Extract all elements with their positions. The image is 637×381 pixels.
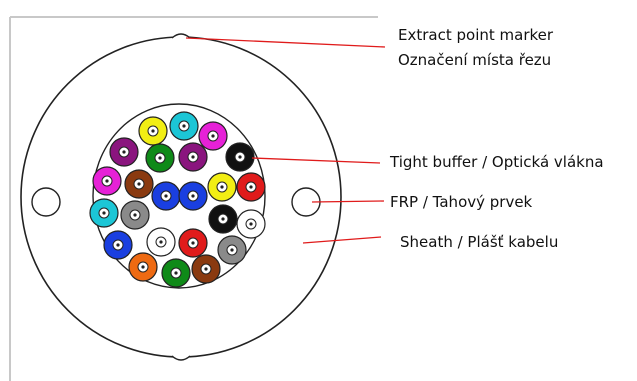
- frp-left: [31, 187, 61, 217]
- fiber-violet: [178, 142, 208, 172]
- extract-marker-top: [171, 33, 191, 39]
- fiber-yellow: [138, 116, 168, 146]
- fiber-aqua: [169, 111, 199, 141]
- leader-tight-buffer: [251, 157, 381, 164]
- fiber-grey: [217, 235, 247, 265]
- fiber-blue: [151, 181, 181, 211]
- fiber-bundle: [89, 111, 266, 288]
- fiber-brown: [124, 169, 154, 199]
- fiber-blue: [178, 181, 208, 211]
- label-frp: FRP / Tahový prvek: [390, 193, 533, 211]
- fiber-aqua: [89, 198, 119, 228]
- fiber-violet: [109, 137, 139, 167]
- extract-marker-bottom: [171, 355, 191, 361]
- fiber-green: [161, 258, 191, 288]
- label-tight-buffer: Tight buffer / Optická vlákna: [390, 153, 604, 171]
- fiber-red: [178, 228, 208, 258]
- fiber-yellow: [207, 172, 237, 202]
- fiber-rose: [92, 166, 122, 196]
- fiber-rose: [198, 121, 228, 151]
- fiber-green: [145, 143, 175, 173]
- label-extract-point-cz: Označení místa řezu: [398, 51, 552, 69]
- fiber-red: [236, 172, 266, 202]
- fiber-blue: [103, 230, 133, 260]
- leader-frp: [311, 200, 385, 203]
- fiber-brown: [191, 254, 221, 284]
- leader-sheath: [302, 236, 382, 244]
- fiber-white: [146, 227, 176, 257]
- fiber-orange: [128, 252, 158, 282]
- leader-extract: [185, 37, 386, 48]
- fiber-grey: [120, 200, 150, 230]
- fiber-white: [236, 209, 266, 239]
- label-sheath: Sheath / Plášť kabelu: [400, 233, 559, 251]
- label-extract-point-en: Extract point marker: [398, 26, 554, 44]
- fiber-black: [208, 204, 238, 234]
- fiber-black: [225, 142, 255, 172]
